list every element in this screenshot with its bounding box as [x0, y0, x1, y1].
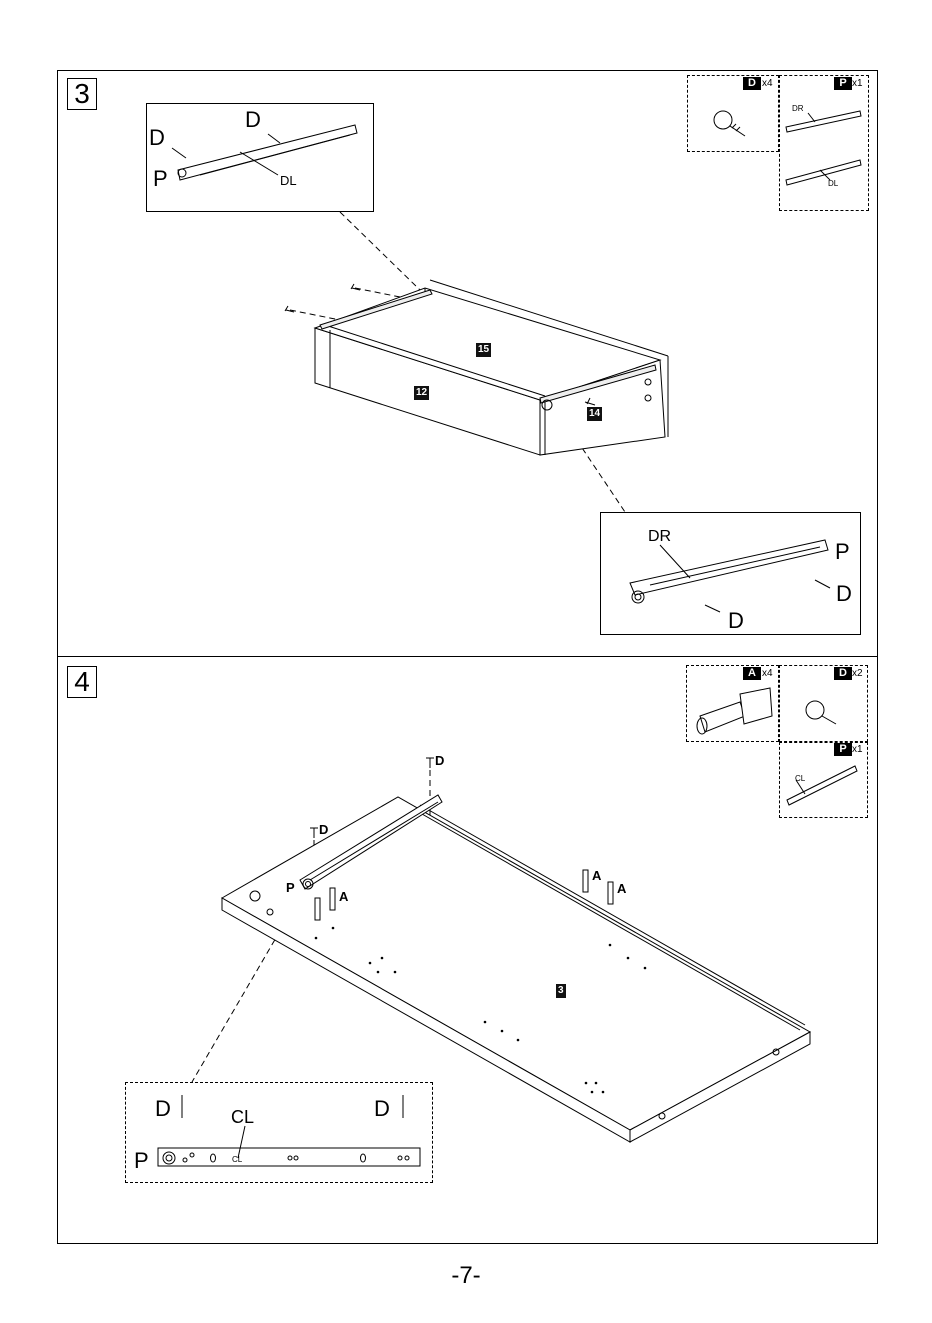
callout-d-left: D — [319, 823, 328, 836]
legend-qty-A: x4 — [762, 667, 773, 680]
inset-top-bracket-label: P — [153, 168, 168, 190]
step4-inset-screw-label-1: D — [155, 1098, 171, 1120]
callout-p: P — [286, 881, 295, 894]
callout-a-right-1: A — [592, 869, 601, 882]
legend-qty-D-step4: x2 — [852, 667, 863, 680]
legend-rail-lower-label: DL — [828, 180, 838, 188]
legend-code-P-step4: P — [834, 743, 852, 756]
callout-a-right-2: A — [617, 882, 626, 895]
step4-inset-rail-label: CL — [231, 1106, 254, 1128]
step-number-4: 4 — [67, 666, 97, 698]
inset-top-rail-label: DL — [280, 174, 297, 187]
panel-label-14: 14 — [587, 407, 602, 421]
callout-d-top: D — [435, 754, 444, 767]
page-number: -7- — [0, 1262, 932, 1290]
legend-code-P: P — [834, 77, 852, 90]
inset-top-screw-label-2: D — [149, 127, 165, 149]
legend-code-A: A — [743, 667, 761, 680]
drawer-box — [315, 280, 668, 455]
legend-code-D-step4: D — [834, 667, 852, 680]
inset-bottom-rail-label: DR — [648, 530, 671, 543]
inset-bottom-bracket-label: P — [835, 541, 850, 563]
legend-rail-upper-label: DR — [792, 105, 804, 113]
step-number-3: 3 — [67, 78, 97, 110]
inset-bottom-screw-label-1: D — [836, 583, 852, 605]
legend-qty-D: x4 — [762, 77, 773, 90]
legend-code-D: D — [743, 77, 761, 90]
inset-top-screw-label-1: D — [245, 109, 261, 131]
legend-qty-P: x1 — [852, 77, 863, 90]
step3-legend-rail — [779, 75, 869, 211]
step4-inset-rail-mark: CL — [232, 1156, 242, 1164]
step4-inset-screw-label-2: D — [374, 1098, 390, 1120]
step4-inset-bracket-label: P — [134, 1150, 149, 1172]
panel-label-12: 12 — [414, 386, 429, 400]
inset-bottom-screw-label-2: D — [728, 610, 744, 632]
callout-a-left: A — [339, 890, 348, 903]
panel-label-15: 15 — [476, 343, 491, 357]
panel-label-3: 3 — [556, 984, 566, 998]
legend-qty-P-step4: x1 — [852, 743, 863, 756]
legend-rail-cl-label: CL — [795, 775, 805, 783]
